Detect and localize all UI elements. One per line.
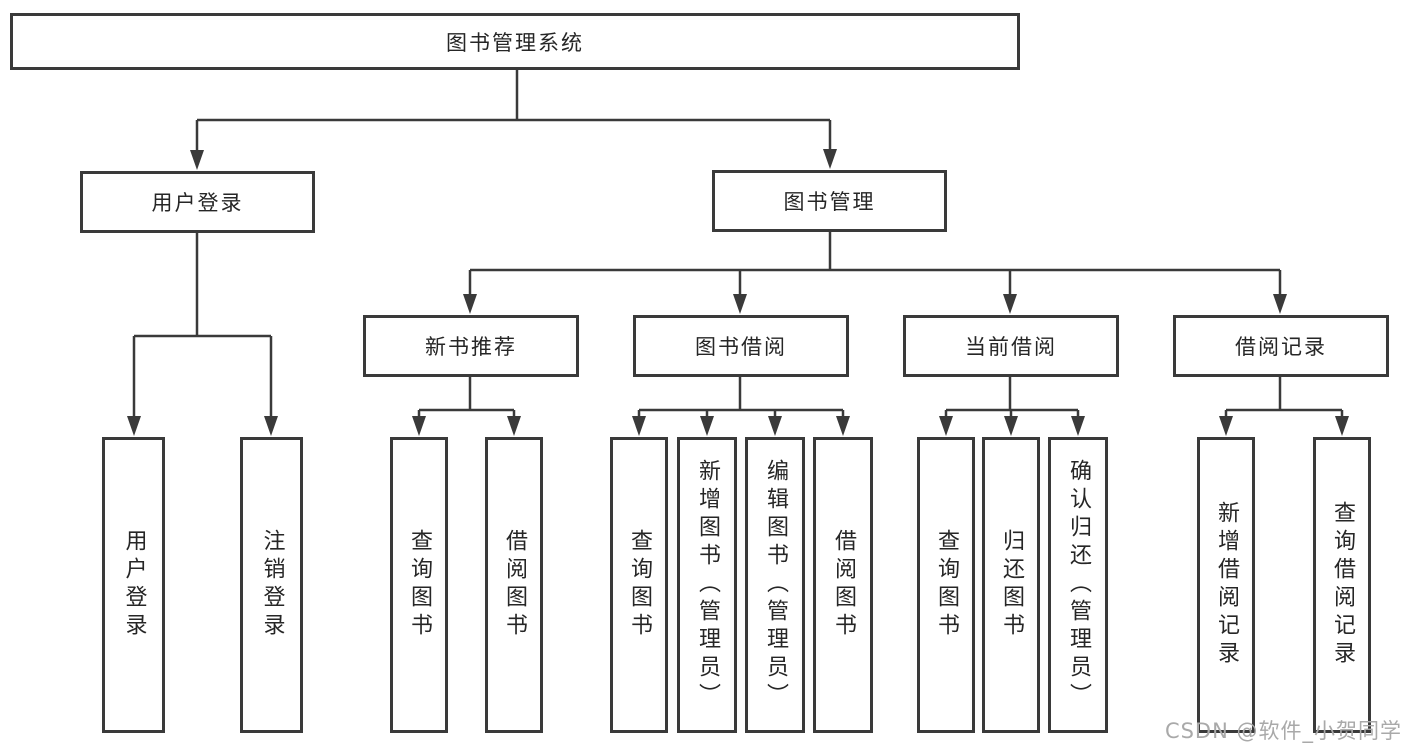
leaf-logout: 注销登录: [240, 437, 303, 733]
leaf-query-books-current: 查询图书: [917, 437, 975, 733]
node-book-management: 图书管理: [712, 170, 947, 232]
node-root-title: 图书管理系统: [10, 13, 1020, 70]
csdn-watermark: CSDN @软件_小贺同学: [1164, 719, 1402, 743]
connector-current-borrow-spine: [946, 377, 1078, 412]
node-current-borrow: 当前借阅: [903, 315, 1119, 377]
connector-user-login-spine: [134, 233, 271, 338]
connector-root-spine: [197, 70, 830, 122]
leaf-borrow-books: 借阅图书: [813, 437, 873, 733]
leaf-confirm-return-admin: 确认归还（管理员）: [1048, 437, 1108, 733]
node-user-login: 用户登录: [80, 171, 315, 233]
leaf-edit-books-admin: 编辑图书（管理员）: [745, 437, 805, 733]
node-new-book-recommend: 新书推荐: [363, 315, 579, 377]
leaf-return-books: 归还图书: [982, 437, 1040, 733]
leaf-query-borrow-record: 查询借阅记录: [1313, 437, 1371, 733]
leaf-query-books-recommend: 查询图书: [390, 437, 448, 733]
leaf-query-books-borrow: 查询图书: [610, 437, 668, 733]
connector-book-mgmt-spine: [470, 232, 1280, 272]
leaf-borrow-books-recommend: 借阅图书: [485, 437, 543, 733]
connector-new-books-spine: [419, 377, 514, 412]
leaf-user-login: 用户登录: [102, 437, 165, 733]
node-book-borrow: 图书借阅: [633, 315, 849, 377]
connector-borrow-records-spine: [1226, 377, 1342, 412]
leaf-add-borrow-record: 新增借阅记录: [1197, 437, 1255, 733]
connector-book-borrow-spine: [639, 377, 843, 412]
leaf-add-books-admin: 新增图书（管理员）: [677, 437, 737, 733]
node-borrow-records: 借阅记录: [1173, 315, 1389, 377]
